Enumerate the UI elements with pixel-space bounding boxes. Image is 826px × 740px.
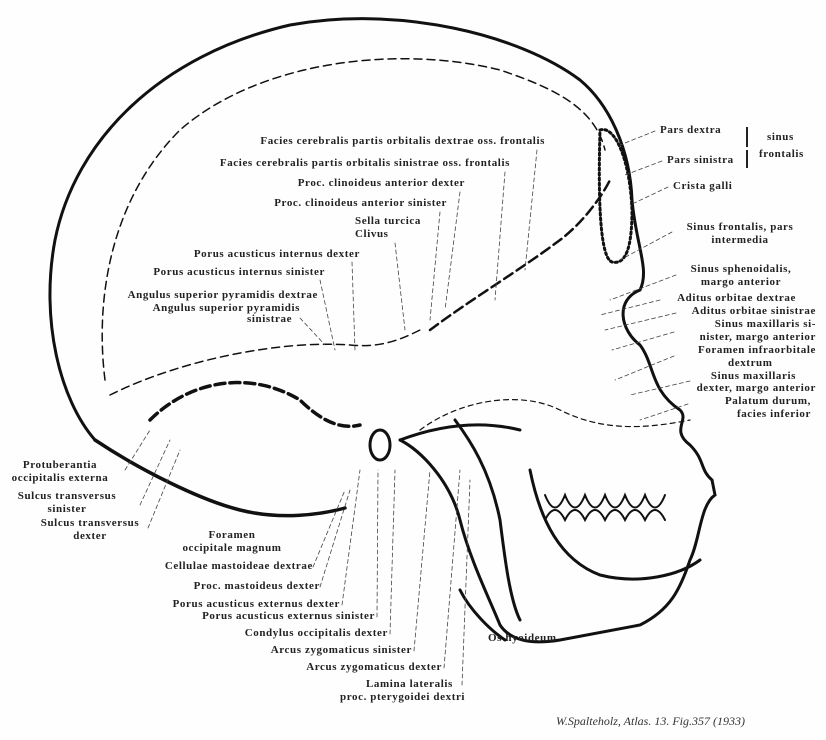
label-line: sinister: [47, 503, 87, 515]
maxilla-line: [419, 399, 691, 431]
sulcus-transversus: [148, 380, 362, 428]
label-angulus-sinistrae: Angulus superior pyramidis: [152, 302, 300, 314]
orbit-roof: [428, 178, 612, 332]
label-porus-int-sinister: Porus acusticus internus sinister: [153, 266, 325, 278]
inner-vault: [101, 58, 606, 381]
label-sinus-sphenoidalis: Sinus sphenoidalis,margo anterior: [676, 263, 806, 289]
label-line: Sulcus transversus: [17, 490, 117, 502]
teeth: [544, 492, 666, 523]
label-lamina-2: proc. pterygoidei dextri: [340, 691, 466, 703]
label-cellulae: Cellulae mastoideae dextrae: [164, 560, 313, 572]
label-line: Protuberantia: [22, 459, 98, 471]
label-crista-galli: Crista galli: [673, 180, 733, 192]
ear-canal: [368, 428, 392, 462]
label-porus-ext-sinister: Porus acusticus externus sinister: [202, 610, 375, 622]
label-line: Sulcus transversus: [40, 517, 140, 529]
label-porus-ext-dexter: Porus acusticus externus dexter: [172, 598, 340, 610]
label-line: Sinus sphenoidalis,: [690, 263, 792, 275]
label-line: occipitalis externa: [11, 472, 109, 484]
ramus: [453, 418, 522, 622]
label-lamina-1: Lamina lateralis: [366, 678, 453, 690]
label-angulus-dextrae: Angulus superior pyramidis dextrae: [127, 289, 318, 301]
label-line: dexter: [73, 530, 107, 542]
label-line: Sinus frontalis, pars: [686, 221, 794, 233]
label-pars-sinistra: Pars sinistra: [667, 154, 734, 166]
label-arcus-sinister: Arcus zygomaticus sinister: [270, 644, 412, 656]
label-sella: Sella turcica: [355, 215, 421, 227]
label-os-hyoideum: Os hyoideum: [488, 632, 557, 644]
zygomatic: [398, 423, 522, 442]
hyoid: [458, 588, 507, 642]
label-frontalis: frontalis: [759, 148, 804, 160]
label-foramen-infra-1: Foramen infraorbitale: [698, 344, 816, 356]
cranial-base: [109, 329, 421, 396]
label-line: margo anterior: [700, 276, 782, 288]
label-pars-dextra: Pars dextra: [660, 124, 722, 136]
label-palatum-2: facies inferior: [736, 408, 811, 420]
label-line: occipitale magnum: [182, 542, 282, 554]
label-clinoid-dexter: Proc. clinoideus anterior dexter: [297, 177, 465, 189]
cranium-outline: [48, 17, 717, 644]
label-clivus: Clivus: [355, 228, 389, 240]
label-sinus-max-dex-2: dexter, margo anterior: [696, 382, 816, 394]
label-aditus-dextrae: Aditus orbitae dextrae: [677, 292, 796, 304]
label-sinus-max-sin-1: Sinus maxillaris si-: [714, 318, 816, 330]
label-foramen-infra-2: dextrum: [728, 357, 773, 369]
label-condylus: Condylus occipitalis dexter: [244, 627, 388, 639]
frontal-sinus: [597, 128, 634, 264]
label-line: intermedia: [711, 234, 769, 246]
bracket-lower: [746, 150, 748, 168]
label-aditus-sinistrae: Aditus orbitae sinistrae: [691, 305, 816, 317]
label-clinoid-sinister: Proc. clinoideus anterior sinister: [274, 197, 447, 209]
mandible: [528, 468, 702, 581]
leader-lines: [124, 130, 691, 686]
label-sinus-max-dex-1: Sinus maxillaris: [710, 370, 796, 382]
label-line: Foramen: [208, 529, 256, 541]
label-arcus-dexter: Arcus zygomaticus dexter: [306, 661, 442, 673]
label-facies-dextrae: Facies cerebralis partis orbitalis dextr…: [260, 135, 545, 147]
label-sinus: sinus: [767, 131, 794, 143]
label-palatum-1: Palatum durum,: [724, 395, 811, 407]
occiput-outline: [93, 438, 347, 518]
figure-caption: W.Spalteholz, Atlas. 13. Fig.357 (1933): [556, 714, 745, 728]
label-angulus-sinistrae-2: sinistrae: [247, 313, 293, 325]
label-proc-mastoideus: Proc. mastoideus dexter: [193, 580, 320, 592]
label-sinus-max-sin-2: nister, margo anterior: [699, 331, 816, 343]
label-facies-sinistrae: Facies cerebralis partis orbitalis sinis…: [219, 157, 510, 169]
label-porus-int-dexter: Porus acusticus internus dexter: [193, 248, 360, 260]
bracket-upper: [746, 127, 748, 147]
